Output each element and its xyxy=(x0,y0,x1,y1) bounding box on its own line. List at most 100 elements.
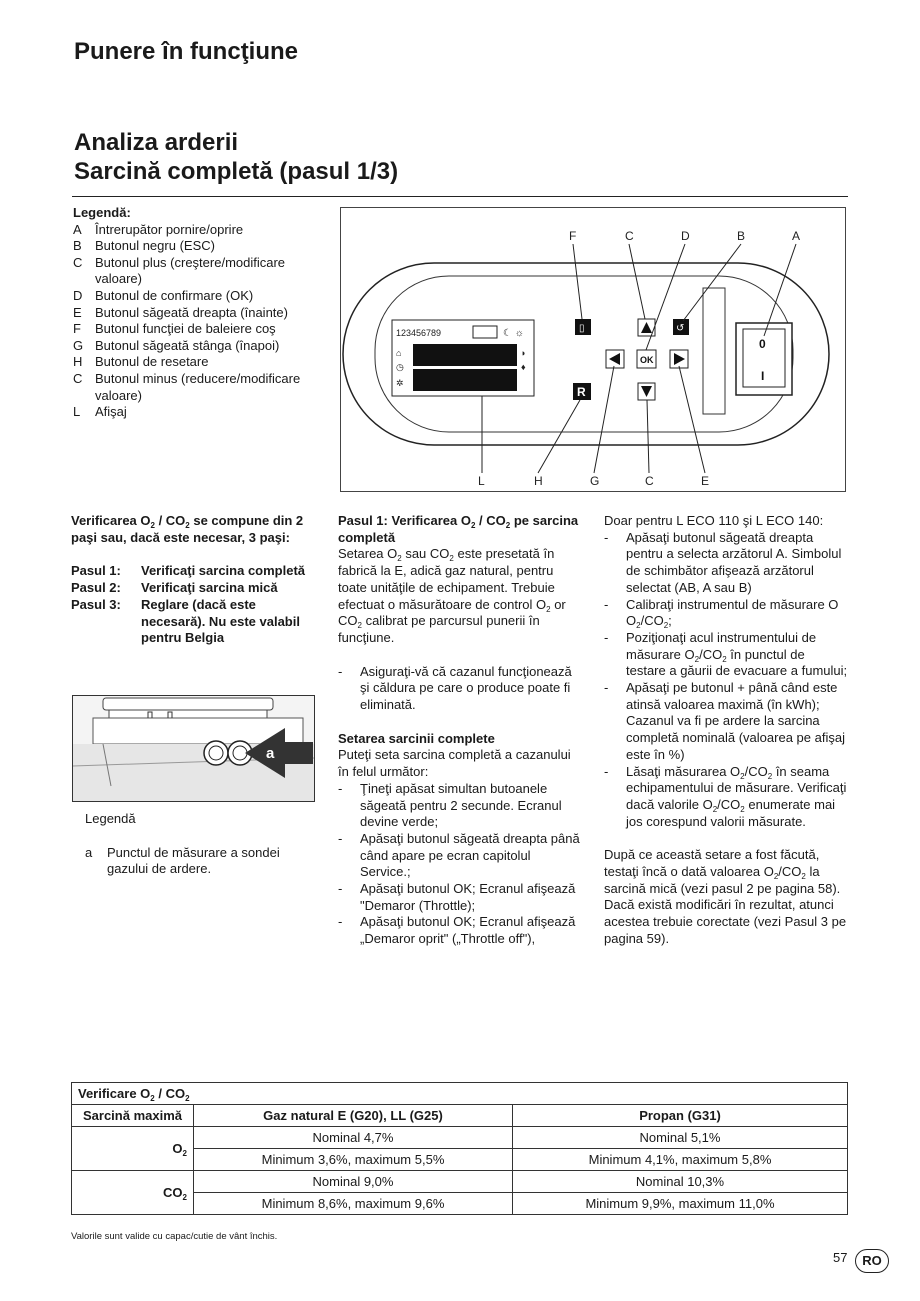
svg-text:F: F xyxy=(569,229,576,243)
page-number: 57 xyxy=(833,1250,848,1265)
table-cell: Minimum 4,1%, maximum 5,8% xyxy=(512,1148,848,1171)
table-title: Verificare O2 / CO2 xyxy=(71,1082,848,1105)
table-cell: Minimum 9,9%, maximum 11,0% xyxy=(512,1192,848,1215)
table-cell: Nominal 10,3% xyxy=(512,1170,848,1193)
svg-text:✲: ✲ xyxy=(396,378,404,388)
svg-text:H: H xyxy=(534,474,543,488)
bottom-callout-labels: L H G C E xyxy=(478,474,709,488)
title-rule xyxy=(72,196,848,197)
control-panel-figure: 123456789 ☾ ☼ ⌂ ◷ ✲ ◑ ♦ ▯ R OK ↺ xyxy=(340,207,846,492)
row-header-o2: O2 xyxy=(71,1126,194,1171)
svg-text:G: G xyxy=(590,474,599,488)
title-line-2: Sarcină completă (pasul 1/3) xyxy=(74,158,399,185)
bullet-item: -Poziţionaţi acul instrumentului de măsu… xyxy=(604,629,848,679)
step-item: Pasul 3:Reglare (dacă este necesară). Nu… xyxy=(71,596,300,646)
col-header-propane: Propan (G31) xyxy=(512,1104,848,1127)
bullet-item: -Asiguraţi-vă că cazanul funcţionează şi… xyxy=(338,663,572,713)
svg-text:E: E xyxy=(701,474,709,488)
svg-text:OK: OK xyxy=(640,355,654,365)
bullet-item: -Apăsaţi butonul OK; Ecranul afişează „D… xyxy=(338,914,576,947)
svg-text:♦: ♦ xyxy=(521,362,526,372)
svg-text:▯: ▯ xyxy=(579,323,585,334)
footnote: Valorile sunt valide cu capac/cutie de v… xyxy=(71,1231,278,1242)
svg-text:B: B xyxy=(737,229,745,243)
table-cell: Nominal 9,0% xyxy=(193,1170,513,1193)
bullet-item: -Apăsaţi butonul săgeată dreapta pentru … xyxy=(604,529,842,595)
photo-legend-heading: Legendă xyxy=(85,811,136,826)
full-load-paragraph: Puteţi seta sarcina completă a cazanului… xyxy=(338,747,571,780)
pointer-arrow-icon xyxy=(245,728,313,778)
title-line-1: Analiza arderii xyxy=(74,129,239,156)
step1-column: Pasul 1: Verificarea O2 / CO2 pe sarcina… xyxy=(338,513,583,948)
svg-text:0: 0 xyxy=(759,337,766,351)
reset-button xyxy=(573,383,591,400)
bullet-item: -Apăsaţi butonul OK; Ecranul afişează "D… xyxy=(338,881,576,913)
step-item: Pasul 2:Verificaţi sarcina mică xyxy=(71,580,278,596)
row-header-co2: CO2 xyxy=(71,1170,194,1215)
bullet-item: -Apăsaţi butonul săgeată dreapta până câ… xyxy=(338,830,580,880)
eco-closing-paragraph: După ce această setare a fost făcută, te… xyxy=(604,847,847,946)
svg-text:C: C xyxy=(645,474,654,488)
svg-text:L: L xyxy=(478,474,485,488)
svg-text:D: D xyxy=(681,229,690,243)
table-row: O2 Nominal 4,7% Nominal 5,1% xyxy=(71,1126,848,1171)
table-cell: Nominal 4,7% xyxy=(193,1126,513,1149)
svg-text:R: R xyxy=(577,385,586,399)
table-cell: Minimum 3,6%, maximum 5,5% xyxy=(193,1148,513,1171)
bullet-item: -Apăsaţi pe butonul + până când este ati… xyxy=(604,680,845,762)
bullet-item: -Ţineţi apăsat simultan butoanele săgeat… xyxy=(338,780,562,830)
intro-text: Verificarea O2 / CO2 se compune din 2 pa… xyxy=(71,513,304,545)
bullet-item: -Calibraţi instrumentul de măsurare O O2… xyxy=(604,596,839,631)
svg-text:⌂: ⌂ xyxy=(396,348,401,358)
measuring-point-1 xyxy=(203,740,229,766)
svg-text:◷: ◷ xyxy=(396,362,404,372)
flue-measuring-point-photo: a xyxy=(72,695,315,802)
section-title: Punere în funcţiune xyxy=(74,38,299,65)
step1-heading: Pasul 1: Verificarea O2 / CO2 pe sarcina… xyxy=(338,513,579,545)
page-title: Analiza arderii Sarcină completă (pasul … xyxy=(74,128,398,186)
switch-slot xyxy=(702,287,726,415)
svg-text:A: A xyxy=(792,229,800,243)
table-header-row: Sarcină maximă Gaz natural E (G20), LL (… xyxy=(71,1104,848,1127)
intro-column: Verificarea O2 / CO2 se compune din 2 pa… xyxy=(71,513,316,647)
table-cell: Nominal 5,1% xyxy=(512,1126,848,1149)
table-row: Minimum 8,6%, maximum 9,6% Minimum 9,9%,… xyxy=(72,1192,848,1215)
col-header-natural-gas: Gaz natural E (G20), LL (G25) xyxy=(193,1104,513,1127)
svg-text:↺: ↺ xyxy=(676,323,684,334)
bullet-item: -Lăsaţi măsurarea O2/CO2 în seama echipa… xyxy=(604,763,847,829)
svg-text:a: a xyxy=(266,745,275,762)
col-header-load: Sarcină maximă xyxy=(71,1104,194,1127)
esc-button xyxy=(673,319,689,335)
step-item: Pasul 1:Verificaţi sarcina completă xyxy=(71,563,306,579)
svg-text:C: C xyxy=(625,229,634,243)
legend-heading: Legendă: xyxy=(73,205,131,220)
display-digits: 123456789 xyxy=(396,328,441,338)
eco-column: Doar pentru L ECO 110 şi L ECO 140: -Apă… xyxy=(604,513,848,948)
table-title-row: Verificare O2 / CO2 xyxy=(71,1082,848,1105)
eco-intro: Doar pentru L ECO 110 şi L ECO 140: xyxy=(604,513,824,528)
table-row: CO2 Nominal 9,0% Nominal 10,3% xyxy=(71,1170,848,1215)
lcd-display: 123456789 ☾ ☼ ⌂ ◷ ✲ ◑ ♦ xyxy=(391,319,535,397)
full-load-heading: Setarea sarcinii complete xyxy=(338,730,495,746)
top-callout-labels: F C D B A xyxy=(569,229,800,243)
table-cell: Minimum 8,6%, maximum 9,6% xyxy=(193,1192,513,1215)
svg-text:◑: ◑ xyxy=(520,348,525,358)
steps-list: Pasul 1:Verificaţi sarcina completă Pasu… xyxy=(71,563,316,647)
panel-inner-outline xyxy=(374,275,794,433)
step1-paragraph: Setarea O2 sau CO2 este presetată în fab… xyxy=(338,546,566,645)
svg-text:☾ ☼: ☾ ☼ xyxy=(503,328,524,339)
o2-co2-table: Verificare O2 / CO2 Sarcină maximă Gaz n… xyxy=(71,1082,848,1215)
